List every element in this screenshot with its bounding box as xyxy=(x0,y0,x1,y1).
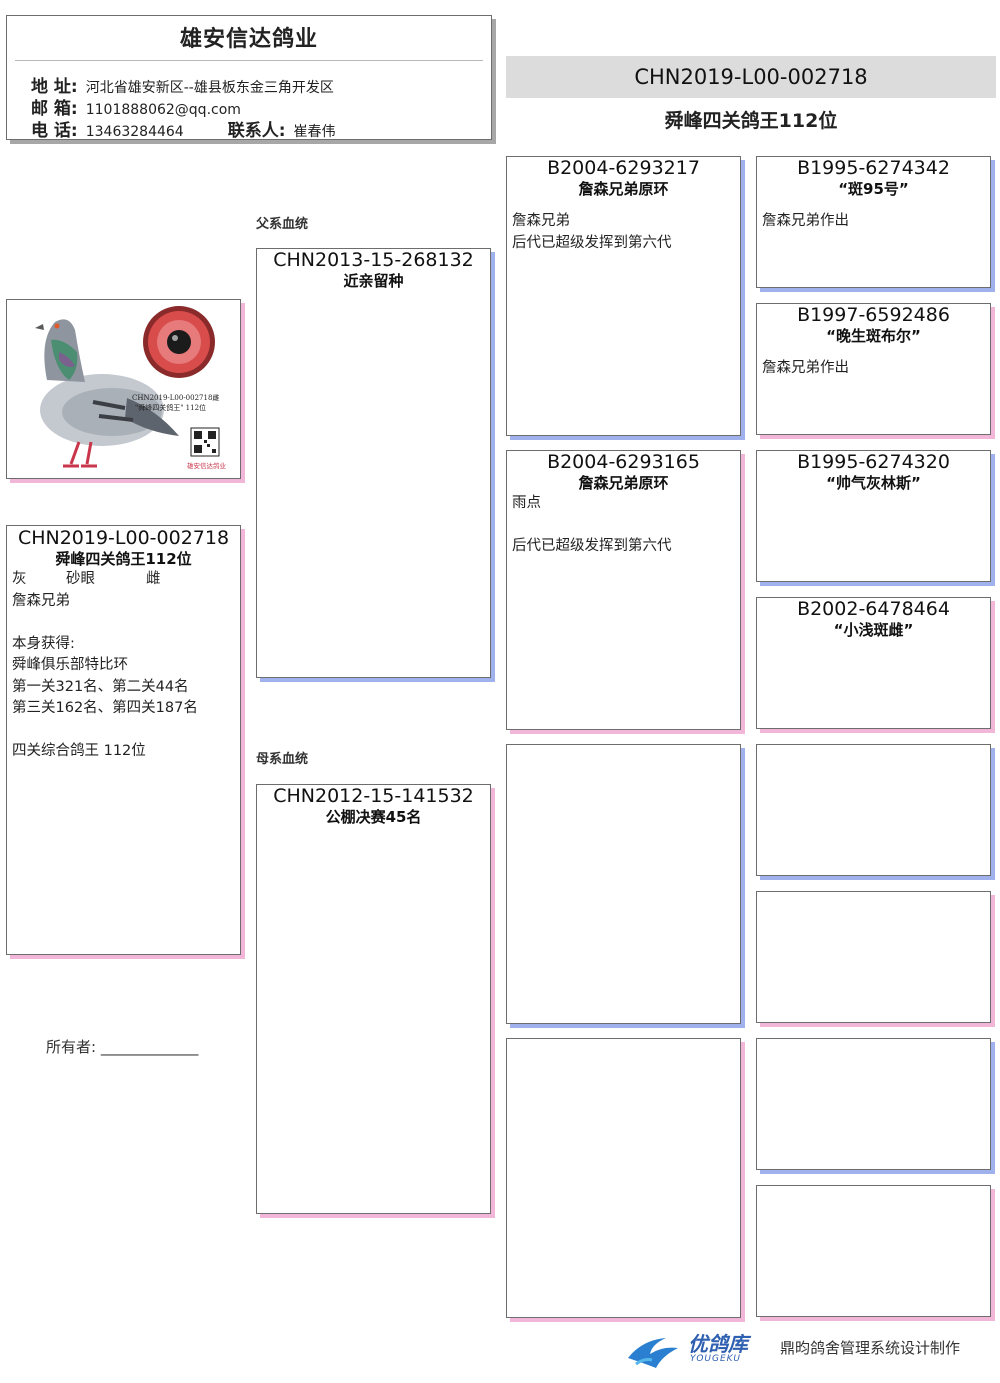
subject-note: 第一关321名、第二关44名 xyxy=(12,678,189,695)
subject-note: 舜峰俱乐部特比环 xyxy=(12,657,128,673)
subject-title: 舜峰四关鸽王112位 xyxy=(55,550,192,568)
company-name: 雄安信达鸽业 xyxy=(179,27,318,52)
great-grandparent-card-1-title: “斑95号” xyxy=(838,180,909,198)
dam-title: 公棚决赛45名 xyxy=(325,808,422,826)
great-grandparent-card-1-ring: B1995-6274342 xyxy=(797,157,950,179)
photo-brand: 雄安信达鸽业 xyxy=(187,461,227,470)
great-grandparent-card-2-note: 詹森兄弟作出 xyxy=(762,360,849,376)
grandparent-card-1-title: 詹森兄弟原环 xyxy=(578,180,669,198)
grandparent-card-1-ring: B2004-6293217 xyxy=(547,157,700,179)
great-grandparent-card-2: B1997-6592486“晚生斑布尔” 詹森兄弟作出 xyxy=(756,303,991,435)
great-grandparent-card-4: B2002-6478464“小浅斑雌” xyxy=(756,597,991,729)
sire-title: 近亲留种 xyxy=(343,272,404,290)
address-value: 河北省雄安新区--雄县板东金三角开发区 xyxy=(85,80,334,96)
great-grandparent-card-4-ring: B2002-6478464 xyxy=(797,598,950,620)
subject-notes: 本身获得: 舜峰俱乐部特比环第一关321名、第二关44名第三关162名、第四关18… xyxy=(7,634,240,763)
great-grandparent-card-3-title: “帅气灰林斯” xyxy=(826,474,921,492)
grandparent-card-2-note: 后代已超级发挥到第六代 xyxy=(512,538,672,554)
logo-chinese: 优鸽库 xyxy=(688,1332,748,1356)
great-grandparent-card-7 xyxy=(756,1038,991,1170)
great-grandparent-card-1-note: 詹森兄弟作出 xyxy=(762,213,849,229)
logo-english: YOUGEKU xyxy=(690,1354,742,1364)
system-credit: 鼎昀鸽舍管理系统设计制作 xyxy=(780,1339,961,1357)
pigeon-photo: CHN2019-L00-002718雌 "舜峰四关鸽王" 112位 雄安信达鸽业 xyxy=(6,299,241,479)
owner-label: 所有者: xyxy=(46,1038,97,1056)
photo-caption-ring: CHN2019-L00-002718雌 xyxy=(132,393,219,402)
email-label: 邮 箱: xyxy=(31,99,78,119)
subject-color: 灰 xyxy=(12,571,27,587)
grandparent-card-1-note: 詹森兄弟 xyxy=(512,213,570,229)
great-grandparent-card-1: B1995-6274342“斑95号” 詹森兄弟作出 xyxy=(756,156,991,288)
subject-note: 四关综合鸽王 112位 xyxy=(12,743,146,759)
grandparent-card-3 xyxy=(506,744,741,1024)
header-divider xyxy=(15,60,483,61)
grandparent-card-2-note xyxy=(507,515,740,537)
subject-sex: 雌 xyxy=(146,571,161,587)
subject-breeder: 詹森兄弟 xyxy=(12,592,70,609)
subject-note: 第三关162名、第四关187名 xyxy=(12,700,198,716)
great-grandparent-card-5 xyxy=(756,744,991,876)
pedigree-title: 舜峰四关鸽王112位 xyxy=(664,110,838,132)
subject-note: 本身获得: xyxy=(12,635,75,652)
contact-label: 联系人: xyxy=(227,121,286,141)
dam-ring: CHN2012-15-141532 xyxy=(273,785,474,807)
yougeku-logo: 优鸽库 YOUGEKU xyxy=(622,1324,762,1372)
great-grandparent-card-2-ring: B1997-6592486 xyxy=(797,304,950,326)
grandparent-card-2-title: 詹森兄弟原环 xyxy=(578,474,669,492)
sire-line-label: 父系血统 xyxy=(256,217,309,232)
grandparent-card-1-note: 后代已超级发挥到第六代 xyxy=(512,234,672,251)
subject-note xyxy=(7,720,240,742)
great-grandparent-card-6 xyxy=(756,891,991,1023)
subject-traits: 灰 砂眼 雌 xyxy=(7,569,240,591)
contact-value: 崔春伟 xyxy=(293,124,336,140)
address-label: 地 址: xyxy=(31,77,78,97)
breeder-header: 雄安信达鸽业 地 址: 河北省雄安新区--雄县板东金三角开发区 邮 箱: 11018… xyxy=(6,15,492,141)
sire-ring: CHN2013-15-268132 xyxy=(273,249,474,271)
swirl-icon xyxy=(628,1338,678,1368)
subject-pigeon-card: CHN2019-L00-002718 舜峰四关鸽王112位 灰砂眼雌 詹森兄弟 … xyxy=(6,525,241,955)
phone-line: 电 话: 13463284464 联系人: 崔春伟 xyxy=(31,116,336,141)
owner-line: 所有者: _____________ xyxy=(46,1036,198,1057)
dam-card: CHN2012-15-141532 公棚决赛45名 xyxy=(256,784,491,1214)
sire-card: CHN2013-15-268132 近亲留种 xyxy=(256,248,491,678)
subject-eye: 砂眼 xyxy=(66,571,95,587)
owner-blank: _____________ xyxy=(100,1038,199,1056)
pigeon-illustration: CHN2019-L00-002718雌 "舜峰四关鸽王" 112位 雄安信达鸽业 xyxy=(35,306,227,470)
grandparent-card-2-ring: B2004-6293165 xyxy=(547,451,700,473)
dam-line-label: 母系血统 xyxy=(256,752,309,767)
phone-value: 13463284464 xyxy=(85,124,184,140)
grandparent-card-2-note: 雨点 xyxy=(512,495,541,511)
grandparent-card-4 xyxy=(506,1038,741,1318)
email-line: 邮 箱: 1101888062@qq.com xyxy=(31,94,241,119)
subject-ring: CHN2019-L00-002718 xyxy=(17,527,230,549)
email-value: 1101888062@qq.com xyxy=(85,102,241,118)
great-grandparent-card-2-title: “晚生斑布尔” xyxy=(826,327,921,345)
photo-caption-title: "舜峰四关鸽王" 112位 xyxy=(135,403,206,412)
address-line: 地 址: 河北省雄安新区--雄县板东金三角开发区 xyxy=(31,72,334,97)
great-grandparent-card-8 xyxy=(756,1185,991,1317)
great-grandparent-card-3: B1995-6274320“帅气灰林斯” xyxy=(756,450,991,582)
great-grandparent-card-3-ring: B1995-6274320 xyxy=(797,451,950,473)
phone-label: 电 话: xyxy=(31,121,78,141)
pedigree-ring-bar: CHN2019-L00-002718 xyxy=(506,56,996,98)
great-grandparent-card-4-title: “小浅斑雌” xyxy=(833,621,914,639)
